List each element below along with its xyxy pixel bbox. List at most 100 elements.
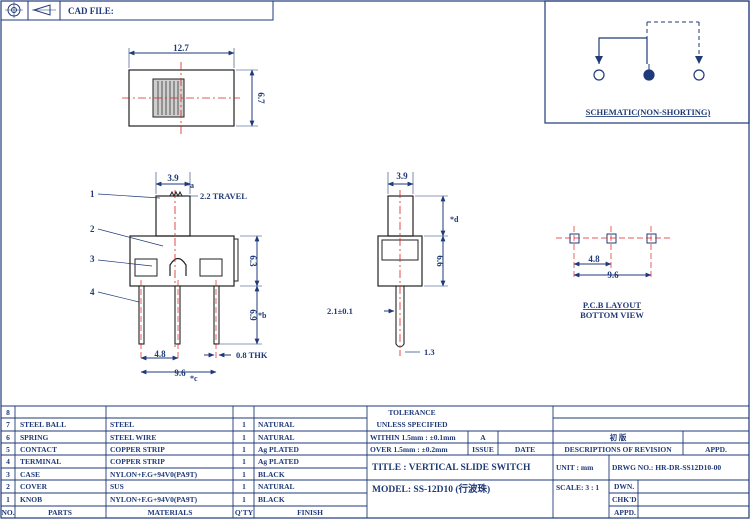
first-issue-label: 初 版 [610,432,627,442]
front-knob-width-dim: 3.9 [167,173,179,183]
projection-symbol-icon [5,2,56,18]
parts-cell-no: 2 [6,482,10,491]
pcb-layout: 4.8 9.6 P.C.B LAYOUT BOTTOM VIEW [556,226,670,320]
top-view-height-dim: 6.7 [256,92,266,104]
header-parts: PARTS [48,508,72,517]
front-body-height-dim: 6.3 [248,255,258,267]
schematic-terminal-right [693,69,705,81]
header-materials: MATERIALS [148,508,193,517]
end-view: 3.9 *d 6.6 2.1±0.1 1.3 [327,171,459,357]
drawing-unit: UNIT : mm [556,463,594,472]
callout-3: 3 [90,254,95,264]
parts-cell-qty: 1 [242,433,246,442]
front-note-a: *a [186,181,194,190]
front-note-b: *b [258,311,267,320]
parts-cell-qty: 1 [242,495,246,504]
end-pin-width-dim: 2.1±0.1 [327,306,353,316]
front-thickness-dim: 0.8 THK [236,350,268,360]
parts-cell-material: SUS [110,482,124,491]
parts-cell-finish: Ag PLATED [258,445,299,454]
parts-cell-material: NYLON+F.G+94V0(PA9T) [110,470,198,479]
pcb-span-dim: 9.6 [607,270,619,280]
parts-cell-part: STEEL BALL [20,420,66,429]
tolerance-line-1: WITHIN 1.5mm : ±0.1mm [370,433,456,442]
end-body-height-dim: 6.6 [435,255,445,267]
pcb-pad-3 [646,233,657,244]
cad-file-header: CAD FILE: [0,0,274,21]
parts-cell-finish: NATURAL [258,482,295,491]
parts-cell-part: COVER [20,482,48,491]
schematic-panel: SCHEMATIC(NON-SHORTING) [544,0,750,124]
parts-cell-no: 3 [6,470,10,479]
parts-cell-finish: NATURAL [258,420,295,429]
front-pin-length-dim: 6.9 [248,309,258,321]
revision-description-label: DESCRIPTIONS OF REVISION [564,445,672,454]
parts-cell-material: STEEL [110,420,134,429]
front-travel-label: 2.2 TRAVEL [200,191,247,201]
schematic-title: SCHEMATIC(NON-SHORTING) [586,107,711,117]
tolerance-subtitle: UNLESS SPECIFIED [376,420,448,429]
parts-cell-part: TERMINAL [20,457,61,466]
callout-1: 1 [90,189,95,199]
parts-cell-part: KNOB [20,495,42,504]
date-label: DATE [515,445,535,454]
parts-cell-material: STEEL WIRE [110,433,156,442]
pcb-pitch-dim: 4.8 [588,254,600,264]
front-note-c: *c [190,374,198,383]
parts-cell-part: SPRING [20,433,49,442]
drawn-label: DWN. [614,482,634,491]
drawing-model: MODEL: SS-12D10 (行波珠) [372,483,490,495]
parts-cell-qty: 1 [242,470,246,479]
front-pin-span-dim: 9.6 [174,368,186,378]
callout-2: 2 [90,224,95,234]
parts-cell-no: 6 [6,433,10,442]
schematic-terminal-left [593,69,605,81]
end-pin-tip-dim: 1.3 [424,347,435,357]
parts-cell-qty: 1 [242,457,246,466]
checked-label: CHK'D [612,495,637,504]
parts-cell-part: CASE [20,470,40,479]
parts-cell-finish: Ag PLATED [258,457,299,466]
parts-cell-qty: 1 [242,482,246,491]
parts-cell-finish: BLACK [258,495,285,504]
revision-appd-label: APPD. [705,445,727,454]
title-block: TITLE : VERTICAL SLIDE SWITCH MODEL: SS-… [372,463,721,517]
tolerance-title: TOLERANCE [388,408,435,417]
drawing-number: DRWG NO.: HR-DR-SS12D10-00 [612,463,721,472]
parts-cell-no: 8 [6,408,10,417]
pcb-pad-1 [569,233,580,244]
drawing-scale: SCALE: 3 : 1 [556,483,599,492]
revision-letter: A [480,433,486,442]
bottom-table-block [1,405,749,518]
issue-label: ISSUE [472,445,494,454]
end-note-d: *d [450,215,459,224]
parts-cell-no: 5 [6,445,10,454]
header-qty: Q'TY [235,508,254,517]
pcb-pad-2 [606,233,617,244]
drawing-title: TITLE : VERTICAL SLIDE SWITCH [372,463,531,473]
parts-cell-no: 1 [6,495,10,504]
header-no: NO. [1,508,14,517]
parts-cell-qty: 1 [242,445,246,454]
approved-label: APPD. [614,508,636,517]
front-view: 3.9 *a 2.2 TRAVEL 1 2 3 4 6.3 6.9 *b 4.8… [90,172,268,383]
parts-cell-finish: NATURAL [258,433,295,442]
parts-cell-material: COPPER STRIP [110,457,165,466]
pcb-layout-subtitle: BOTTOM VIEW [580,310,644,320]
parts-cell-part: CONTACT [20,445,57,454]
parts-cell-no: 7 [6,420,10,429]
parts-cell-material: COPPER STRIP [110,445,165,454]
callout-4: 4 [90,287,95,297]
top-view: 12.7 6.7 [122,43,266,134]
cad-file-label: CAD FILE: [68,6,114,16]
top-view-width-dim: 12.7 [173,43,189,53]
front-pin-pitch-dim: 4.8 [154,349,166,359]
parts-cell-no: 4 [6,457,10,466]
tolerance-line-2: OVER 1.5mm : ±0.2mm [370,445,448,454]
pcb-layout-title: P.C.B LAYOUT [583,300,642,310]
parts-cell-qty: 1 [242,420,246,429]
